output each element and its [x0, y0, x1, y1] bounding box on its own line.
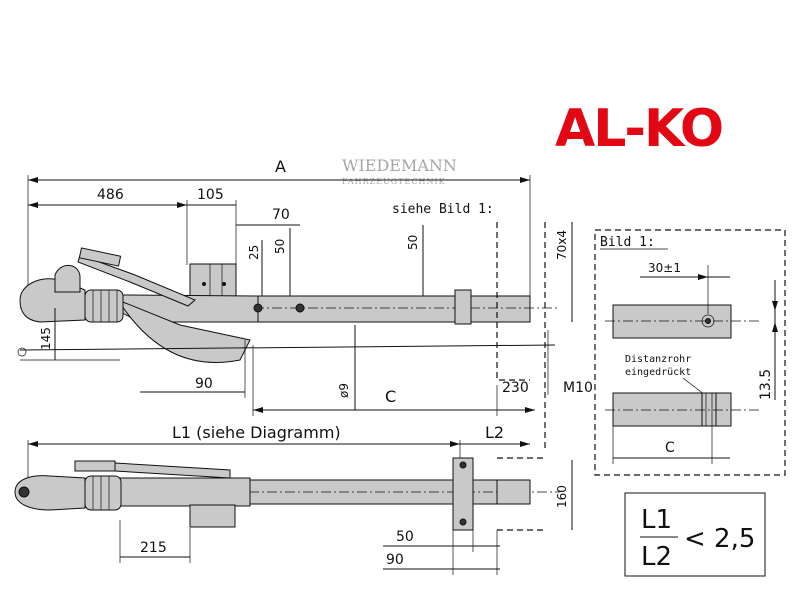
ratio-operator: < 2,5 — [684, 524, 755, 554]
dim-70x4: 70x4 — [555, 230, 569, 260]
dim-70: 70 — [272, 207, 290, 223]
ratio-numerator: L1 — [641, 505, 672, 535]
ratio-box: L1 L2 < 2,5 — [624, 492, 766, 577]
figure-1-detail: Bild 1: 30±1 13.5 Distanzrohr eingedrück… — [594, 229, 786, 476]
fig1-dim-30: 30±1 — [648, 261, 681, 275]
dim-160: 160 — [555, 485, 569, 508]
fig1-spacer-line1: Distanzrohr — [625, 354, 691, 365]
fig1-spacer-line2: eingedrückt — [625, 367, 691, 378]
fig1-dim-13-5: 13.5 — [758, 369, 774, 400]
dim-A: A — [275, 157, 286, 176]
dim-90-bottom: 90 — [386, 552, 404, 568]
ratio-denominator: L2 — [641, 542, 672, 572]
figure-1-title: Bild 1: — [600, 235, 655, 250]
side-view: A 486 105 70 25 50 50 siehe Bild 1: — [17, 157, 593, 450]
dim-215: 215 — [140, 540, 167, 556]
dim-50-bottom: 50 — [396, 529, 414, 545]
alko-logo: AL-KO — [555, 99, 722, 159]
dim-25: 25 — [247, 245, 261, 260]
see-figure-note: siehe Bild 1: — [392, 202, 494, 217]
dim-M10: M10 — [563, 380, 593, 396]
fig1-dim-C: C — [665, 440, 675, 456]
dim-90-side: 90 — [195, 376, 213, 392]
dim-50-mid: 50 — [406, 235, 420, 250]
wiedemann-watermark: WIEDEMANN FAHRZEUGTECHNIK — [342, 156, 457, 186]
top-view: L1 (siehe Diagramm) L2 160 — [14, 423, 573, 575]
dim-486: 486 — [97, 187, 124, 203]
dim-L1: L1 (siehe Diagramm) — [172, 423, 341, 442]
dim-145: 145 — [39, 327, 53, 350]
dim-L2: L2 — [485, 423, 504, 442]
watermark-sub: FAHRZEUGTECHNIK — [342, 177, 446, 186]
dim-50-top: 50 — [273, 239, 287, 254]
dim-105: 105 — [197, 187, 224, 203]
dim-diameter-9: ø9 — [337, 383, 351, 398]
watermark-name: WIEDEMANN — [342, 156, 457, 175]
dim-C-side: C — [385, 387, 396, 406]
dim-230: 230 — [502, 380, 529, 396]
